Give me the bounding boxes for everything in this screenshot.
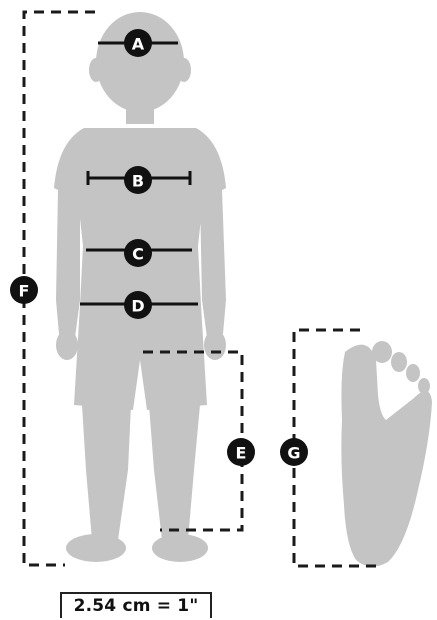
marker-d: D xyxy=(124,291,152,319)
foot-silhouette xyxy=(341,341,432,567)
marker-d-label: D xyxy=(131,297,144,316)
marker-c-label: C xyxy=(132,245,144,264)
marker-e-label: E xyxy=(236,444,247,463)
unit-conversion-note: 2.54 cm = 1" xyxy=(60,592,212,618)
marker-b-label: B xyxy=(132,172,144,191)
child-silhouette xyxy=(54,12,226,562)
marker-g: G xyxy=(280,438,308,466)
marker-f-label: F xyxy=(19,282,30,301)
marker-e: E xyxy=(227,438,255,466)
marker-g-label: G xyxy=(287,444,300,463)
marker-a-label: A xyxy=(132,35,145,54)
marker-b: B xyxy=(124,166,152,194)
marker-f: F xyxy=(10,276,38,304)
marker-a: A xyxy=(124,29,152,57)
marker-c: C xyxy=(124,239,152,267)
